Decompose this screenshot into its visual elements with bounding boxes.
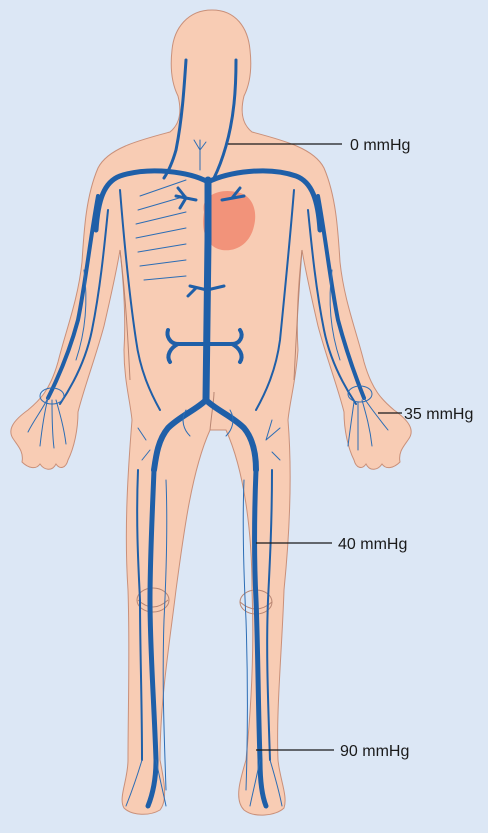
label-thigh-pressure: 40 mmHg <box>338 536 407 553</box>
label-neck-pressure: 0 mmHg <box>350 137 410 154</box>
label-hand-pressure: 35 mmHg <box>404 406 473 423</box>
label-ankle-pressure: 90 mmHg <box>340 743 409 760</box>
body-silhouette <box>11 10 411 815</box>
